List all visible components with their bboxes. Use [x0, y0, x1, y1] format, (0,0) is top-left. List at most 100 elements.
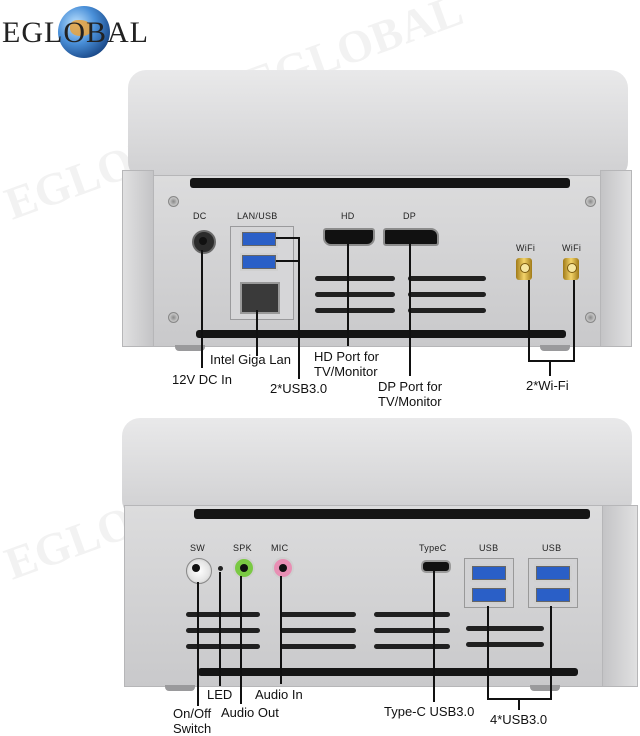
dc-label: DC: [193, 211, 207, 221]
foot: [165, 685, 195, 691]
callout-line: [240, 576, 242, 704]
audio-out-callout: Audio Out: [221, 705, 279, 720]
callout-line: [549, 360, 551, 376]
vent: [374, 612, 450, 617]
lan-usb-label: LAN/USB: [237, 211, 278, 221]
vent: [374, 644, 450, 649]
switch-callout-line2: Switch: [173, 721, 212, 736]
callout-line: [433, 570, 435, 702]
vent: [186, 628, 260, 633]
vent: [466, 626, 544, 631]
callout-line: [280, 576, 282, 684]
vent: [408, 308, 486, 313]
usb-label-right: USB: [542, 543, 562, 553]
vent: [186, 644, 260, 649]
typec-port-icon: [421, 560, 451, 573]
vent: [315, 292, 395, 297]
screw-icon: [585, 196, 596, 207]
callout-line: [528, 280, 530, 362]
callout-line: [298, 237, 300, 379]
callout-line: [573, 280, 575, 362]
bottom-slot: [198, 668, 578, 676]
logo-text: EGLOBAL: [2, 16, 149, 49]
typec-label: TypeC: [419, 543, 447, 553]
top-unit-lid: [128, 70, 628, 180]
vent: [466, 642, 544, 647]
ethernet-port-icon: [240, 282, 280, 314]
bottom-unit-lid: [122, 418, 632, 518]
wifi-callout: 2*Wi-Fi: [526, 378, 569, 393]
power-button-icon: [186, 558, 212, 584]
callout-line: [518, 698, 520, 710]
usb3-port-icon: [240, 230, 278, 248]
wifi-label-right: WiFi: [562, 243, 582, 253]
callout-line: [276, 260, 298, 262]
dc-in-callout: 12V DC In: [172, 372, 232, 387]
audio-jack-icon: [233, 557, 255, 579]
globe-icon: [58, 6, 110, 58]
callout-line: [197, 582, 199, 706]
wifi-label-left: WiFi: [516, 243, 536, 253]
callout-line: [487, 606, 489, 700]
hd-port-callout-line2: TV/Monitor: [314, 364, 378, 379]
vent: [408, 292, 486, 297]
foot: [530, 685, 560, 691]
vent: [408, 276, 486, 281]
usb3-port-icon: [470, 586, 508, 604]
callout-line: [409, 242, 411, 376]
usb3-port-icon: [470, 564, 508, 582]
callout-line: [201, 250, 203, 368]
antenna-connector-icon: [563, 258, 579, 280]
dp-label: DP: [403, 211, 417, 221]
bottom-slot: [196, 330, 566, 338]
screw-icon: [168, 196, 179, 207]
audio-in-callout: Audio In: [255, 687, 303, 702]
screw-icon: [168, 312, 179, 323]
vent: [280, 628, 356, 633]
usb-label-left: USB: [479, 543, 499, 553]
displayport-port-icon: [383, 228, 439, 246]
foot: [540, 345, 570, 351]
intel-lan-callout: Intel Giga Lan: [210, 352, 291, 367]
vent: [280, 644, 356, 649]
top-slot: [190, 178, 570, 188]
dp-port-callout-line2: TV/Monitor: [378, 394, 442, 409]
typec-usb-callout: Type-C USB3.0: [384, 704, 475, 719]
callout-line: [256, 310, 258, 356]
vent: [315, 276, 395, 281]
usb3-port-icon: [534, 564, 572, 582]
vent: [186, 612, 260, 617]
brand-logo: EGLOBAL: [2, 6, 182, 58]
usb-4x-callout: 4*USB3.0: [490, 712, 548, 727]
callout-line: [219, 572, 221, 686]
vent: [315, 308, 395, 313]
sw-label: SW: [190, 543, 206, 553]
usb3-port-icon: [240, 253, 278, 271]
antenna-connector-icon: [516, 258, 532, 280]
hd-port-callout-line1: HD Port for: [314, 349, 380, 364]
top-slot: [194, 509, 590, 519]
vent: [374, 628, 450, 633]
bottom-unit-side: [602, 505, 638, 687]
screw-icon: [585, 312, 596, 323]
led-indicator-icon: [218, 566, 223, 571]
bottom-unit-front-panel: [124, 505, 606, 687]
dp-port-callout-line1: DP Port for: [378, 379, 443, 394]
usb30-callout: 2*USB3.0: [270, 381, 328, 396]
callout-line: [528, 360, 575, 362]
spk-label: SPK: [233, 543, 252, 553]
callout-line: [276, 237, 298, 239]
dc-jack-icon: [192, 230, 216, 254]
led-callout: LED: [207, 687, 233, 702]
hdmi-port-icon: [323, 228, 375, 246]
top-unit-side: [600, 170, 632, 347]
mic-label: MIC: [271, 543, 289, 553]
audio-jack-icon: [272, 557, 294, 579]
hd-label: HD: [341, 211, 355, 221]
top-unit-front-panel: [150, 175, 604, 347]
usb3-port-icon: [534, 586, 572, 604]
foot: [175, 345, 205, 351]
callout-line: [550, 606, 552, 700]
callout-line: [347, 242, 349, 346]
vent: [280, 612, 356, 617]
